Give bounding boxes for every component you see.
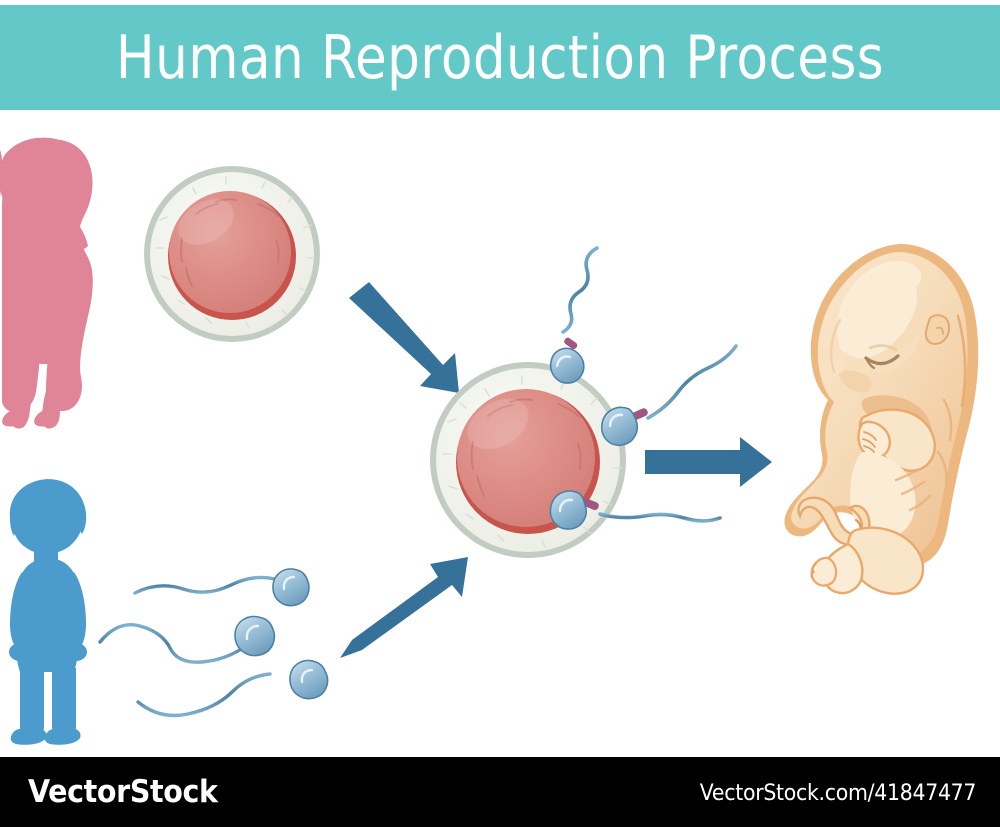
watermark-url: VectorStock.com/41847477 bbox=[699, 781, 977, 806]
male-silhouette-icon bbox=[9, 479, 87, 745]
arrow-sperm-to-zygote-icon bbox=[340, 557, 468, 658]
fertilized-ovum-icon bbox=[430, 362, 626, 558]
ovum-icon bbox=[144, 166, 320, 342]
sperm-icon-2 bbox=[600, 344, 738, 447]
sperm-icon-1 bbox=[549, 246, 599, 384]
page-title: Human Reproduction Process bbox=[115, 22, 885, 93]
watermark-brand: VectorStock bbox=[28, 774, 218, 810]
arrow-egg-to-zygote-icon bbox=[349, 282, 459, 393]
arrow-zygote-to-fetus-icon bbox=[645, 437, 772, 487]
sperm-icon-5 bbox=[98, 615, 276, 664]
female-silhouette-icon bbox=[0, 137, 93, 429]
fetus-icon bbox=[784, 244, 979, 595]
sperm-icon-4 bbox=[133, 568, 310, 607]
sperm-icon-6 bbox=[136, 659, 329, 718]
header-banner bbox=[0, 5, 1000, 110]
footer-watermark-bar bbox=[0, 757, 1000, 827]
sperm-icon-3 bbox=[549, 490, 722, 530]
